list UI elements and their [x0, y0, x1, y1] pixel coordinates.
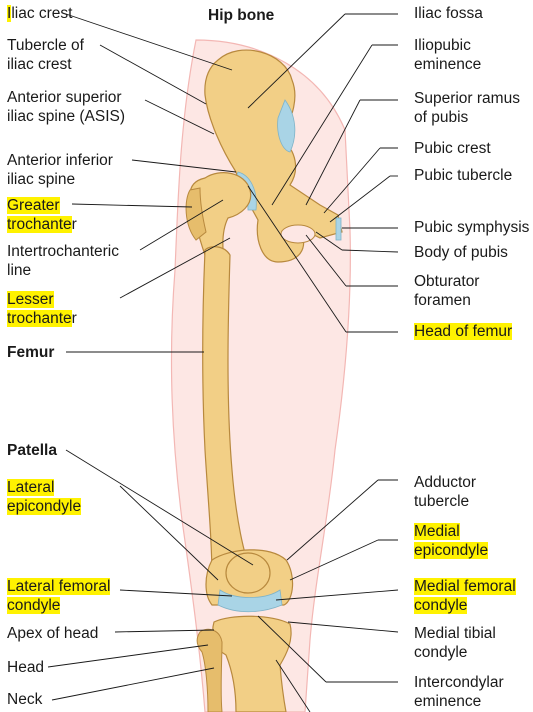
label-iliac-crest-highlight: I [7, 5, 12, 22]
label-apex-of-head: Apex of head [7, 625, 99, 642]
label-line: Intercondylar [414, 674, 504, 691]
label-pubic-symphysis: Pubic symphysis [414, 219, 530, 236]
label-line: eminence [414, 56, 482, 73]
label-superior-ramus: Superior ramus of pubis [414, 89, 520, 127]
label-line: Lateral femoral [7, 577, 111, 596]
label-line: trochanter [7, 309, 77, 328]
greater-trochanter-shape [185, 187, 207, 241]
label-line: trochanter [7, 215, 77, 234]
obturator-foramen-shape [280, 224, 316, 244]
label-femur: Femur [7, 344, 55, 361]
label-highlight: trochante [7, 216, 72, 233]
label-line: iliac spine (ASIS) [7, 108, 126, 125]
label-tubercle-iliac-crest: Tubercle of iliac crest [7, 36, 84, 74]
label-highlight: condyle [7, 597, 61, 614]
label-aiis: Anterior inferior iliac spine [7, 151, 113, 189]
label-highlight: condyle [414, 597, 468, 614]
label-highlight: Medial femoral [414, 578, 516, 595]
label-highlight: Lateral [7, 479, 55, 496]
label-highlight: trochante [7, 310, 72, 327]
label-line: condyle [414, 596, 516, 615]
tibia-shape [212, 615, 292, 712]
pubic-symphysis-shape [335, 217, 342, 241]
label-line: epicondyle [7, 497, 82, 516]
label-line: eminence [414, 693, 482, 710]
label-rest: r [71, 216, 77, 233]
label-rest: r [71, 310, 77, 327]
label-greater-trochanter: Greater trochanter [7, 196, 77, 234]
label-medial-epicondyle: Medial epicondyle [414, 522, 489, 560]
label-head: Head [7, 659, 45, 676]
label-adductor-tubercle: Adductor tubercle [414, 473, 476, 511]
fibula-shape [196, 628, 223, 712]
label-highlight: epicondyle [7, 498, 82, 515]
label-obturator-foramen: Obturator foramen [414, 272, 479, 310]
label-line: Obturator [414, 273, 480, 290]
label-line: condyle [414, 644, 468, 661]
label-line: Greater [7, 196, 77, 215]
leader-lines [47, 13, 399, 712]
label-line: Intertrochanteric [7, 243, 119, 260]
label-lesser-trochanter: Lesser trochanter [7, 290, 77, 328]
label-highlight: Greater [7, 197, 60, 214]
label-iliac-fossa: Iliac fossa [414, 5, 483, 22]
label-lateral-femoral-condyle: Lateral femoral condyle [7, 577, 111, 615]
label-line: Iliopubic [414, 37, 471, 54]
label-line: Medial tibial [414, 625, 496, 642]
patella-shape [225, 552, 271, 594]
label-neck: Neck [7, 691, 43, 708]
label-line: Lesser [7, 290, 77, 309]
label-line: iliac spine [7, 171, 76, 188]
label-highlight: Medial [414, 523, 460, 540]
iliac-fossa-shade [277, 99, 296, 153]
label-intertrochanteric-line: Intertrochanteric line [7, 242, 119, 280]
label-highlight: epicondyle [414, 542, 489, 559]
label-line: Medial [414, 522, 488, 541]
hip-bone-title: Hip bone [208, 7, 275, 24]
label-line: iliac crest [7, 56, 72, 73]
label-head-of-femur: Head of femur [414, 322, 513, 341]
condyle-cartilage [217, 589, 283, 613]
label-asis: Anterior superior iliac spine (ASIS) [7, 88, 125, 126]
label-pubic-crest: Pubic crest [414, 140, 491, 157]
label-line: condyle [7, 596, 110, 615]
label-pubic-tubercle: Pubic tubercle [414, 167, 513, 184]
label-line: Anterior superior [7, 89, 122, 106]
label-line: line [7, 262, 32, 279]
label-highlight: Head of femur [414, 323, 513, 340]
label-line: tubercle [414, 493, 470, 510]
label-iliac-crest: Iliac crest [7, 4, 72, 23]
label-line: Superior ramus [414, 90, 520, 107]
label-line: foramen [414, 292, 471, 309]
label-iliopubic-eminence: Iliopubic eminence [414, 36, 481, 74]
label-line: Tubercle of [7, 37, 84, 54]
label-intercondylar-eminence: Intercondylar eminence [414, 673, 504, 711]
label-highlight: Lateral femoral [7, 578, 111, 595]
label-body-of-pubis: Body of pubis [414, 244, 508, 261]
label-patella: Patella [7, 442, 57, 459]
label-medial-femoral-condyle: Medial femoral condyle [414, 577, 516, 615]
label-line: Lateral [7, 478, 81, 497]
label-line: Adductor [414, 474, 477, 491]
label-medial-tibial-condyle: Medial tibial condyle [414, 624, 496, 662]
label-highlight: Lesser [7, 291, 54, 308]
label-line: of pubis [414, 109, 469, 126]
label-line: Medial femoral [414, 577, 516, 596]
hip-bone-shape [204, 49, 343, 263]
label-line: epicondyle [414, 541, 489, 560]
label-lateral-epicondyle: Lateral epicondyle [7, 478, 82, 516]
label-iliac-crest-rest: liac crest [11, 5, 73, 22]
label-line: Anterior inferior [7, 152, 113, 169]
